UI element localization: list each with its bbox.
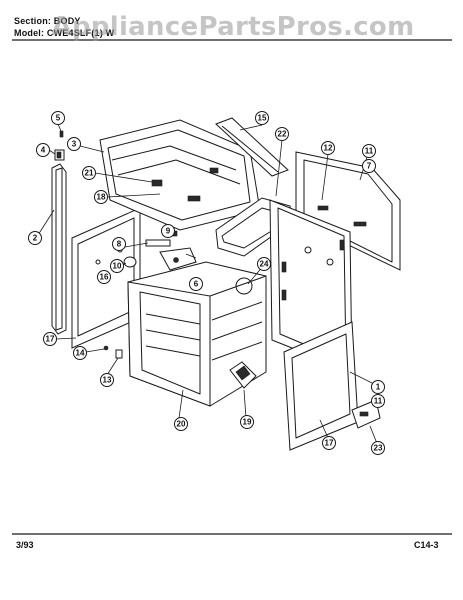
section-title: Section: BODY xyxy=(14,16,81,26)
svg-text:9: 9 xyxy=(166,227,171,236)
callout-5: 5 xyxy=(51,111,65,125)
svg-text:24: 24 xyxy=(260,260,269,269)
callout-2: 2 xyxy=(28,231,42,245)
svg-text:11: 11 xyxy=(365,147,374,156)
svg-text:14: 14 xyxy=(76,349,85,358)
svg-text:17: 17 xyxy=(325,439,334,448)
screw-part xyxy=(59,130,64,138)
svg-text:15: 15 xyxy=(258,114,267,123)
callout-8: 8 xyxy=(112,237,126,251)
page-code: C14-3 xyxy=(414,540,439,550)
model-number: Model: CWE4SLF(1) W xyxy=(14,28,115,38)
revision-date: 3/93 xyxy=(16,540,34,550)
svg-text:16: 16 xyxy=(100,273,109,282)
svg-text:18: 18 xyxy=(97,193,106,202)
callout-10: 10 xyxy=(110,259,124,273)
callout-11-top: 11 xyxy=(362,144,376,158)
clip-part xyxy=(54,149,65,161)
svg-text:6: 6 xyxy=(194,280,199,289)
callout-17-left: 17 xyxy=(43,332,57,346)
svg-text:20: 20 xyxy=(177,420,186,429)
callout-19: 19 xyxy=(240,415,254,429)
callout-22: 22 xyxy=(275,127,289,141)
svg-text:10: 10 xyxy=(113,262,122,271)
svg-text:13: 13 xyxy=(103,376,112,385)
callout-18: 18 xyxy=(94,190,108,204)
svg-text:3: 3 xyxy=(72,140,77,149)
callout-23: 23 xyxy=(371,441,385,455)
svg-text:5: 5 xyxy=(56,114,61,123)
callout-13: 13 xyxy=(100,373,114,387)
leveling-bracket xyxy=(351,399,381,429)
callout-1: 1 xyxy=(371,380,385,394)
callout-21: 21 xyxy=(82,166,96,180)
svg-text:23: 23 xyxy=(374,444,383,453)
top-rail xyxy=(215,117,289,177)
callout-12: 12 xyxy=(321,141,335,155)
callout-7: 7 xyxy=(362,159,376,173)
svg-text:2: 2 xyxy=(33,234,38,243)
svg-text:12: 12 xyxy=(324,144,333,153)
small-screw-13-14 xyxy=(103,345,123,359)
door-trim-strip xyxy=(51,163,67,335)
svg-text:1: 1 xyxy=(376,383,381,392)
svg-text:19: 19 xyxy=(243,418,252,427)
svg-text:7: 7 xyxy=(367,162,372,171)
callout-14: 14 xyxy=(73,346,87,360)
svg-text:11: 11 xyxy=(374,397,383,406)
svg-text:17: 17 xyxy=(46,335,55,344)
callout-24: 24 xyxy=(257,257,271,271)
callout-9: 9 xyxy=(161,224,175,238)
svg-text:22: 22 xyxy=(278,130,287,139)
callout-16: 16 xyxy=(97,270,111,284)
svg-text:4: 4 xyxy=(41,146,46,155)
door-latch xyxy=(229,361,257,389)
callout-15: 15 xyxy=(255,111,269,125)
callout-11-bottom: 11 xyxy=(371,394,385,408)
callout-17-right: 17 xyxy=(322,436,336,450)
callout-6: 6 xyxy=(189,277,203,291)
callout-20: 20 xyxy=(174,417,188,431)
callout-4: 4 xyxy=(36,143,50,157)
hinge-bracket xyxy=(159,247,197,271)
svg-text:21: 21 xyxy=(85,169,94,178)
callout-3: 3 xyxy=(67,137,81,151)
svg-text:8: 8 xyxy=(117,240,122,249)
